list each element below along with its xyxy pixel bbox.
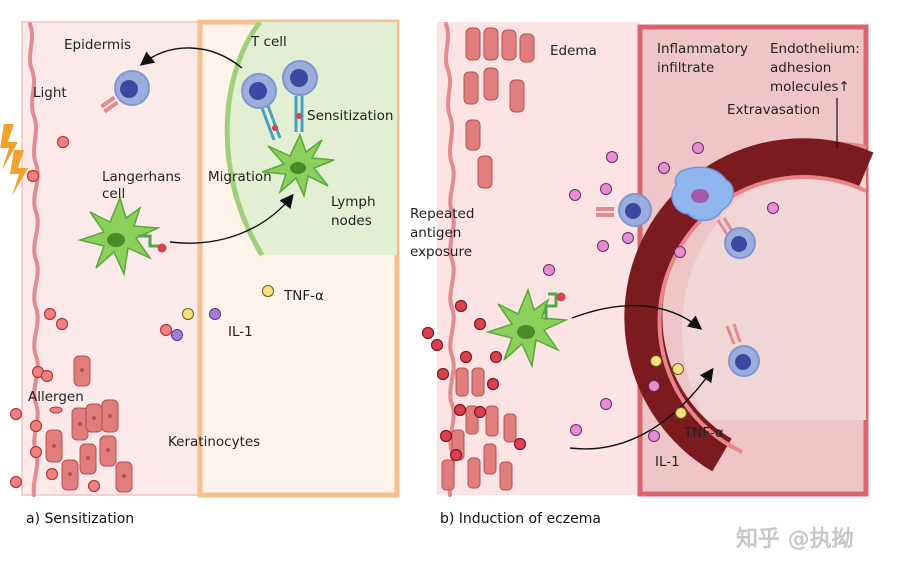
skin-surface-b	[444, 22, 456, 497]
label-light: Light	[33, 85, 67, 101]
label-langerhans-2: cell	[102, 186, 125, 202]
caption-b: b) Induction of eczema	[440, 511, 601, 527]
label-lymph-1: Lymph	[331, 194, 376, 210]
cytokine-dots-a	[171, 285, 274, 341]
label-lymph-2: nodes	[331, 213, 372, 229]
caption-a: a) Sensitization	[26, 511, 134, 527]
label-t-cell: T cell	[250, 34, 287, 50]
t-cell-lymph-2	[282, 60, 318, 132]
t-cell-endothelium-2	[725, 323, 760, 377]
label-epidermis: Epidermis	[64, 37, 131, 53]
langerhans-cell-epidermis	[77, 195, 167, 277]
cytokine-dots-b	[543, 142, 779, 442]
label-endothelium-3: molecules↑	[770, 79, 850, 95]
skin-surface	[28, 22, 40, 497]
label-il1-a: IL-1	[228, 324, 253, 340]
arrow-to-vessel-1	[571, 304, 703, 330]
keratinocytes-b	[441, 27, 535, 491]
arrow-to-vessel-2	[569, 367, 714, 450]
label-extravasation: Extravasation	[727, 102, 820, 118]
label-endothelium-2: adhesion	[770, 60, 831, 76]
langerhans-cell-lymph	[261, 133, 335, 199]
t-cell-lymph-1	[241, 73, 282, 141]
lymph-node-zone	[227, 22, 397, 255]
label-langerhans-1: Langerhans	[102, 169, 181, 185]
light-bolt-icon	[0, 124, 28, 196]
label-repeated-2: antigen	[410, 225, 461, 241]
label-infiltrate-1: Inflammatory	[657, 41, 748, 57]
label-edema: Edema	[550, 43, 597, 59]
t-cell-endothelium-1	[716, 217, 756, 259]
macrophage	[671, 166, 734, 222]
allergen-dots-b	[421, 299, 527, 462]
label-repeated-3: exposure	[410, 244, 472, 260]
label-endothelium-1: Endothelium:	[770, 41, 860, 57]
label-infiltrate-2: infiltrate	[657, 60, 714, 76]
label-tnf-a: TNF-α	[283, 288, 324, 304]
label-keratinocytes: Keratinocytes	[168, 434, 260, 450]
label-il1-b: IL-1	[655, 454, 680, 470]
label-sensitization: Sensitization	[307, 108, 393, 124]
panel-a: Epidermis T cell Light Sensitization Lan…	[0, 19, 400, 527]
arrow-tcell-to-epidermis	[139, 47, 243, 69]
t-cell-dermis	[596, 193, 652, 227]
panel-b: Edema Inflammatory infiltrate Endotheliu…	[410, 22, 874, 527]
t-cell-epidermis	[100, 70, 150, 114]
label-migration: Migration	[208, 169, 272, 185]
label-allergen: Allergen	[28, 389, 84, 405]
label-tnf-b: TNF-α	[683, 425, 724, 441]
watermark: 知乎 @执拗	[736, 526, 854, 552]
allergen-dots-a	[9, 135, 173, 493]
label-repeated-1: Repeated	[410, 206, 474, 222]
blood-vessel	[624, 138, 874, 472]
langerhans-cell-dermis	[485, 287, 569, 369]
arrow-migration	[169, 193, 294, 244]
